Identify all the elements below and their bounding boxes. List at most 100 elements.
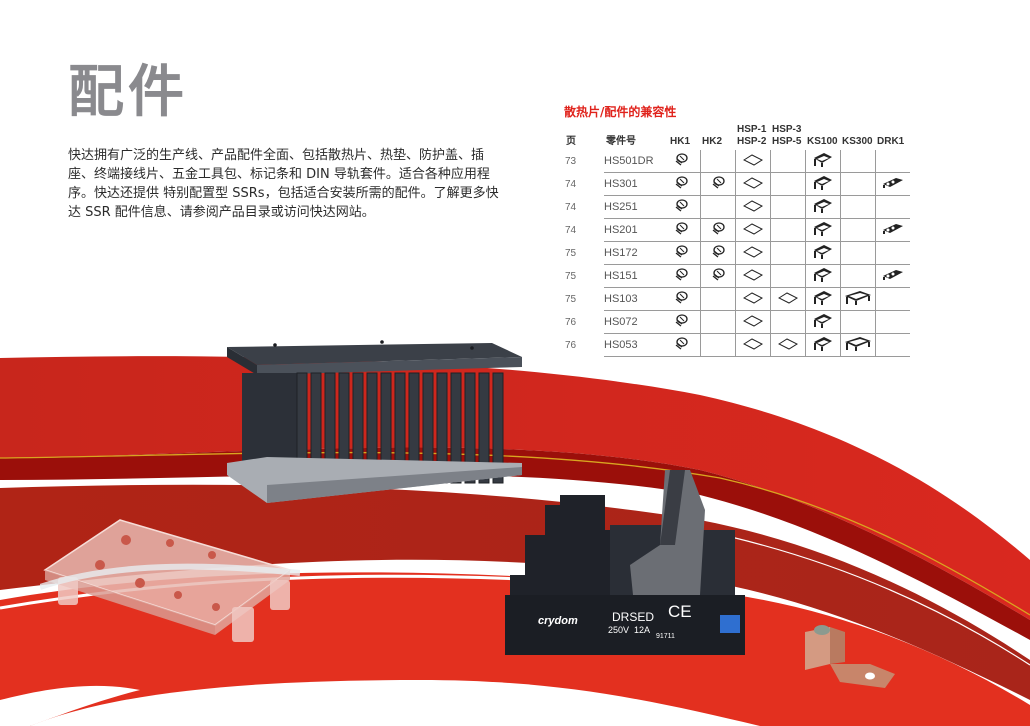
row-part-number: HS072	[604, 310, 668, 334]
cell-ks300	[839, 241, 875, 265]
thermal-pad-icon	[777, 291, 798, 307]
cell-drk1	[874, 310, 910, 334]
cell-hsp35	[769, 172, 805, 196]
header-part: 零件号	[606, 136, 636, 147]
cell-hk1	[668, 195, 700, 219]
header-hsp5: HSP-5	[772, 136, 802, 147]
cell-hk2	[699, 218, 735, 242]
header-hk2: HK2	[702, 136, 723, 147]
cell-drk1	[874, 333, 910, 357]
page-title: 配件	[68, 60, 188, 125]
cell-hk2	[699, 287, 735, 311]
cell-hsp35	[769, 218, 805, 242]
cell-ks100	[804, 264, 840, 288]
row-page: 75	[565, 270, 577, 282]
protective-cover-image	[40, 519, 300, 642]
row-part-number: HS301	[604, 172, 668, 196]
cell-ks100	[804, 218, 840, 242]
cell-drk1	[874, 264, 910, 288]
thermal-pad-icon	[742, 153, 763, 169]
cell-hk1	[668, 310, 700, 334]
row-page: 75	[565, 247, 577, 259]
row-part-number: HS053	[604, 333, 668, 357]
header-hk1: HK1	[670, 136, 691, 147]
cell-drk1	[874, 150, 910, 173]
clip-kit-icon	[812, 198, 834, 217]
header-drk1: DRK1	[877, 136, 905, 147]
cell-hk2	[699, 150, 735, 173]
cell-ks100	[804, 333, 840, 357]
cell-ks300	[839, 264, 875, 288]
row-page: 74	[565, 201, 577, 213]
clip-kit-icon	[812, 152, 834, 171]
table-row: 74 HS301	[564, 172, 910, 196]
brand-logo: crydom	[538, 615, 578, 627]
row-page: 73	[565, 155, 577, 167]
clip-kit-icon	[812, 244, 834, 263]
cell-hk2	[699, 195, 735, 219]
row-page: 75	[565, 293, 577, 305]
screw-kit-icon	[710, 244, 726, 262]
cell-hsp35	[769, 310, 805, 334]
row-page: 76	[565, 339, 577, 351]
screw-kit-icon	[673, 313, 689, 331]
cell-hk2	[699, 241, 735, 265]
cell-ks100	[804, 195, 840, 219]
screw-kit-icon	[673, 175, 689, 193]
header-ks300: KS300	[842, 136, 873, 147]
table-title: 散热片/配件的兼容性	[564, 105, 677, 119]
header-ks100: KS100	[807, 136, 838, 147]
cell-hsp12	[734, 310, 770, 334]
screw-kit-icon	[673, 152, 689, 170]
thermal-pad-icon	[742, 222, 763, 238]
table-row: 75 HS103	[564, 287, 910, 311]
intro-paragraph: 快达拥有广泛的生产线、产品配件全面、包括散热片、热垫、防护盖、插座、终端接线片、…	[68, 148, 499, 220]
clip-kit-icon	[812, 267, 834, 286]
terminal-lug-image	[805, 625, 895, 688]
screw-kit-icon	[673, 267, 689, 285]
cell-ks100	[804, 287, 840, 311]
relay-rating: 250V 12A	[608, 625, 651, 635]
clip-kit-large-icon	[844, 290, 872, 309]
row-part-number: HS103	[604, 287, 668, 311]
cell-hsp12	[734, 287, 770, 311]
screw-kit-icon	[673, 244, 689, 262]
header-page: 页	[566, 136, 576, 147]
cell-hk1	[668, 287, 700, 311]
screw-kit-icon	[673, 221, 689, 239]
thermal-pad-icon	[742, 337, 763, 353]
screw-kit-icon	[710, 175, 726, 193]
cell-hsp12	[734, 264, 770, 288]
table-row: 76 HS072	[564, 310, 910, 334]
cell-hsp12	[734, 218, 770, 242]
din-rail-kit-icon	[882, 222, 904, 239]
cell-hk1	[668, 264, 700, 288]
clip-kit-large-icon	[844, 336, 872, 355]
row-page: 74	[565, 178, 577, 190]
cell-hk2	[699, 310, 735, 334]
cell-hsp35	[769, 333, 805, 357]
thermal-pad-icon	[742, 176, 763, 192]
thermal-pad-icon	[742, 268, 763, 284]
cell-drk1	[874, 195, 910, 219]
cell-hk1	[668, 218, 700, 242]
cell-ks100	[804, 150, 840, 173]
cell-hsp35	[769, 287, 805, 311]
relay-model: DRSED	[612, 610, 655, 624]
din-rail-kit-icon	[882, 268, 904, 285]
cell-hsp12	[734, 172, 770, 196]
row-page: 76	[565, 316, 577, 328]
header-hsp1: HSP-1	[737, 124, 767, 135]
cell-ks100	[804, 172, 840, 196]
screw-kit-icon	[710, 267, 726, 285]
cell-hsp12	[734, 150, 770, 173]
cell-hk2	[699, 264, 735, 288]
